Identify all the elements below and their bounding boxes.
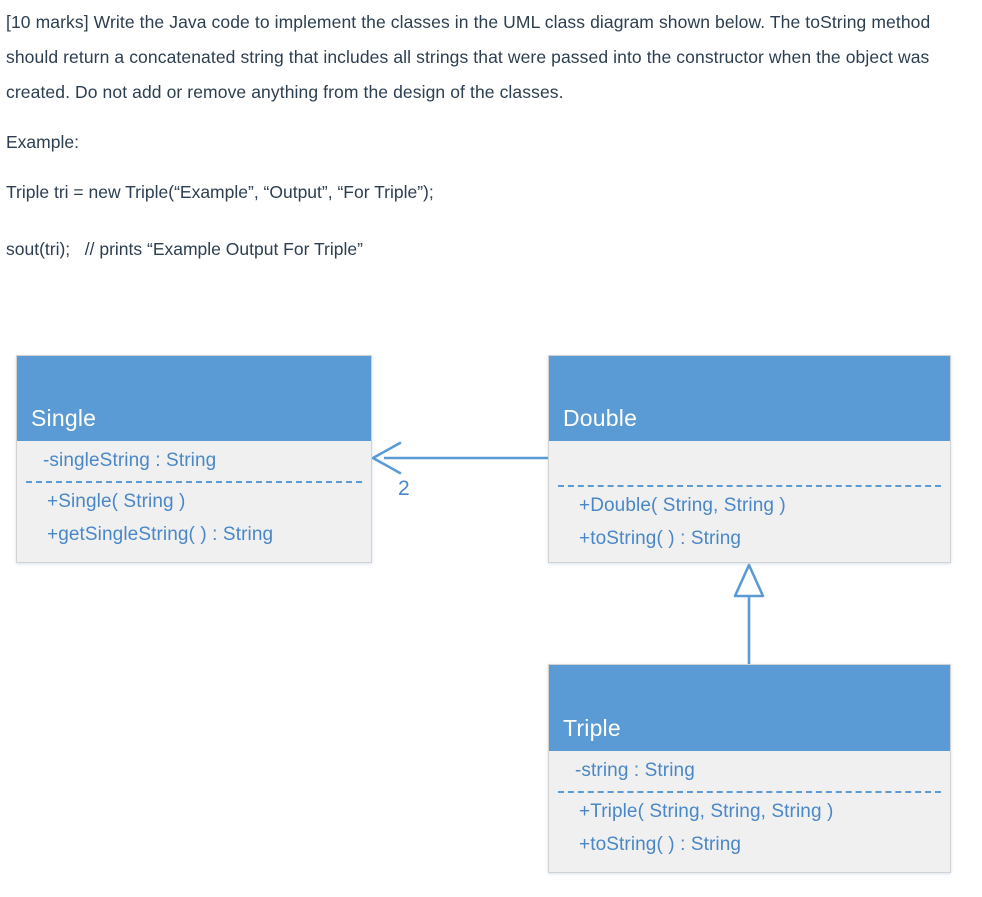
example-label: Example:: [6, 132, 79, 152]
uml-class-double[interactable]: Double +Double( String, String ) +toStri…: [548, 355, 951, 563]
uml-class-header-double: Double: [549, 356, 950, 441]
uml-class-name-double: Double: [563, 405, 638, 431]
uml-class-triple[interactable]: Triple -string : String +Triple( String,…: [548, 664, 951, 873]
uml-attributes-double: [549, 441, 950, 485]
uml-class-header-single: Single: [17, 356, 371, 441]
uml-operation: +toString( ) : String: [579, 528, 742, 549]
uml-operations-triple: +Triple( String, String, String ) +toStr…: [549, 793, 950, 865]
uml-operations-double: +Double( String, String ) +toString( ) :…: [549, 487, 950, 559]
uml-operation: +getSingleString( ) : String: [47, 524, 274, 545]
uml-attributes-single: -singleString : String: [17, 441, 371, 481]
uml-class-name-triple: Triple: [563, 715, 621, 741]
uml-operation: +Double( String, String ): [579, 495, 786, 516]
question-intro-paragraph: [10 marks] Write the Java code to implem…: [6, 12, 931, 102]
uml-compartment-separator: [558, 485, 941, 487]
generalization-hollow-triangle: [733, 563, 765, 598]
uml-operation: +toString( ) : String: [579, 834, 742, 855]
uml-compartment-separator: [558, 791, 941, 793]
uml-operations-single: +Single( String ) +getSingleString( ) : …: [17, 483, 371, 555]
uml-class-name-single: Single: [31, 405, 97, 431]
uml-compartment-separator: [26, 481, 362, 483]
uml-attribute: -string : String: [575, 760, 695, 781]
question-text-block: [10 marks] Write the Java code to implem…: [6, 0, 966, 267]
uml-operation: +Triple( String, String, String ): [579, 801, 834, 822]
multiplicity-label-2: 2: [398, 477, 410, 500]
uml-class-single[interactable]: Single -singleString : String +Single( S…: [16, 355, 372, 563]
association-open-arrowhead: [371, 441, 402, 475]
uml-class-header-triple: Triple: [549, 665, 950, 751]
example-output-line: sout(tri); // prints “Example Output For…: [6, 239, 363, 259]
uml-attributes-triple: -string : String: [549, 751, 950, 791]
uml-attribute: -singleString : String: [43, 450, 217, 471]
example-code-line: Triple tri = new Triple(“Example”, “Outp…: [6, 182, 434, 202]
uml-operation: +Single( String ): [47, 491, 186, 512]
